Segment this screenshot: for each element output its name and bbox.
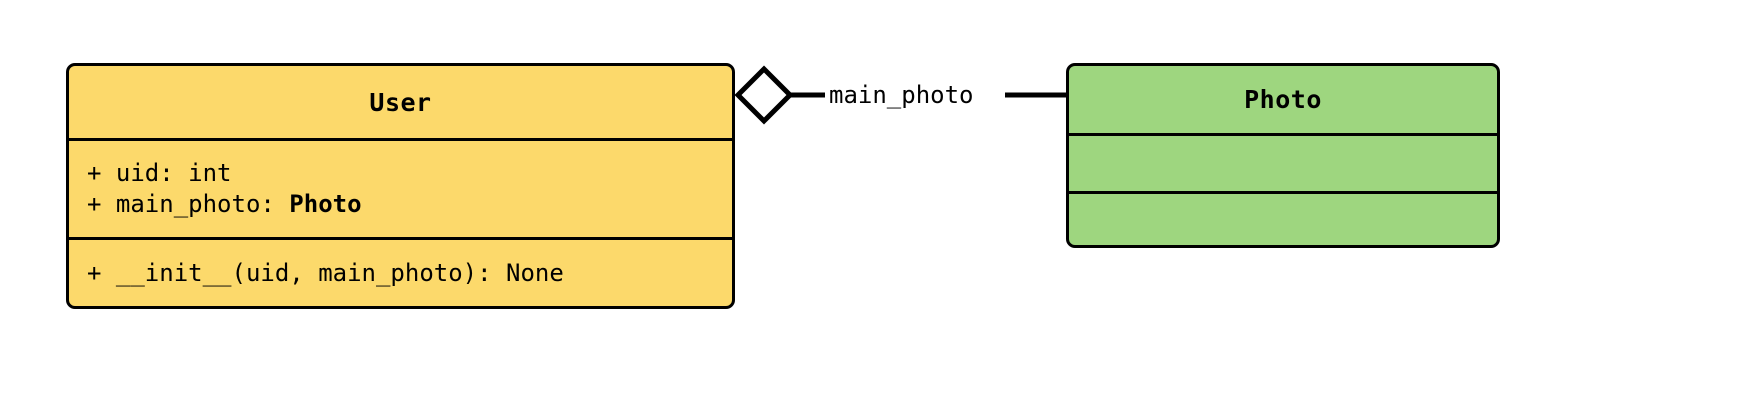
class-user-methods: + __init__(uid, main_photo): None — [69, 237, 732, 306]
class-photo-attributes — [1069, 133, 1497, 191]
class-user-attributes: + uid: int + main_photo: Photo — [69, 138, 732, 237]
uml-class-photo[interactable]: Photo — [1066, 63, 1500, 248]
class-user-title: User — [369, 87, 432, 117]
class-user-method-init: + __init__(uid, main_photo): None — [87, 258, 564, 287]
attribute-main-photo-type: Photo — [289, 190, 362, 218]
aggregation-diamond-icon — [734, 65, 794, 125]
attribute-main-photo-prefix: + main_photo: — [87, 190, 290, 218]
class-user-attribute-uid: + uid: int — [87, 159, 232, 187]
uml-class-user[interactable]: User + uid: int + main_photo: Photo + __… — [66, 63, 735, 309]
class-photo-methods — [1069, 191, 1497, 245]
aggregation-edge-label: main_photo — [825, 80, 978, 110]
class-photo-title: Photo — [1244, 85, 1322, 114]
class-user-attribute-main-photo: + main_photo: Photo — [87, 189, 714, 220]
